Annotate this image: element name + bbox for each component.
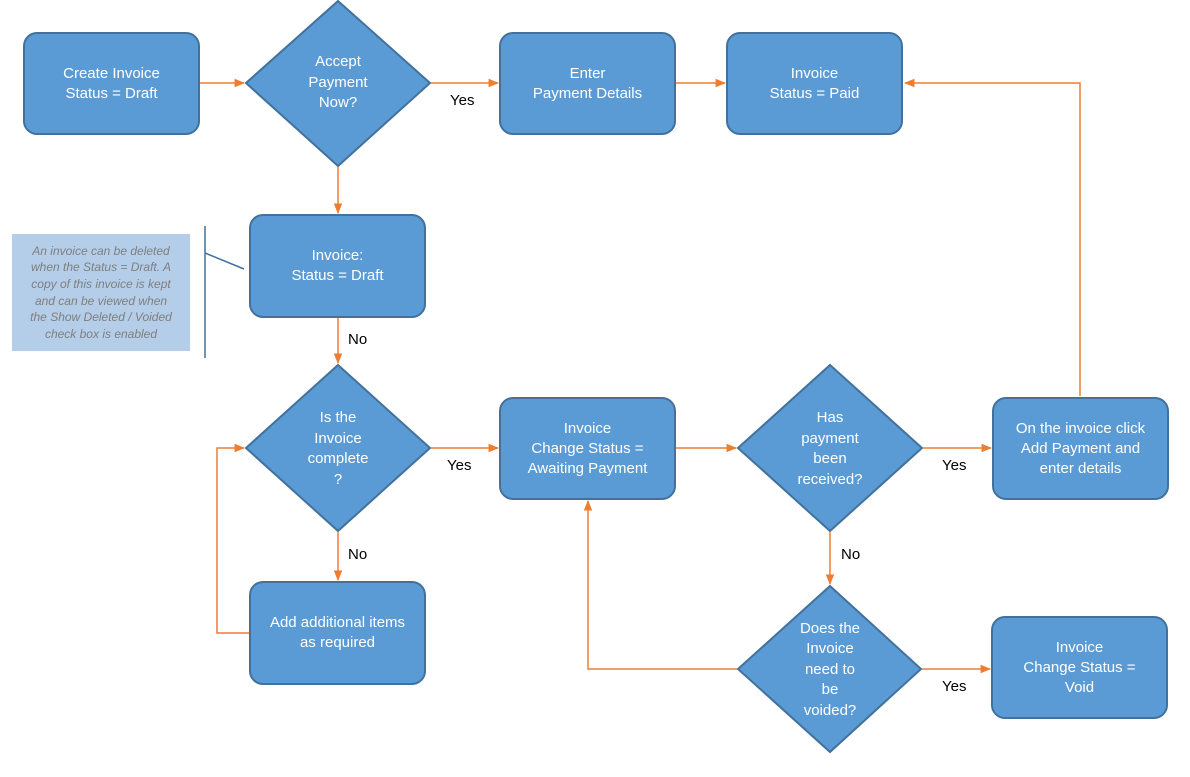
accept-yes-label: Yes	[450, 92, 475, 109]
need-void-diamond	[736, 584, 923, 754]
complete-yes-label: Yes	[447, 457, 472, 474]
connector-void-check-to-awaiting	[583, 499, 737, 670]
delete-draft-note: An invoice can be deleted when the Statu…	[12, 234, 190, 351]
invoice-paid-node: Invoice Status = Paid	[726, 32, 903, 135]
void-yes-label: Yes	[942, 678, 967, 695]
complete-no-label: No	[348, 546, 368, 563]
received-no-label: No	[841, 546, 861, 563]
received-yes-label: Yes	[942, 457, 967, 474]
connector-additems-to-complete	[216, 443, 249, 634]
accept-payment-diamond	[244, 0, 432, 168]
draft-no-label: No	[348, 331, 368, 348]
invoice-draft-node: Invoice: Status = Draft	[249, 214, 426, 318]
payment-received-label: Has payment been received?	[797, 409, 863, 488]
payment-received-diamond	[736, 363, 924, 533]
connector-addpayment-to-paid	[903, 78, 1081, 396]
awaiting-payment-node: Invoice Change Status = Awaiting Payment	[499, 397, 676, 500]
is-complete-label: Is the Invoice complete ?	[307, 409, 369, 488]
need-void-label: Does the Invoice need to be voided?	[799, 619, 861, 719]
enter-payment-details-node: Enter Payment Details	[499, 32, 676, 135]
create-invoice-node: Create Invoice Status = Draft	[23, 32, 200, 135]
invoice-void-node: Invoice Change Status = Void	[991, 616, 1168, 719]
add-items-node: Add additional items as required	[249, 581, 426, 685]
accept-payment-label: Accept Payment Now?	[308, 53, 368, 112]
is-complete-diamond	[244, 363, 432, 533]
note-pointer	[204, 252, 245, 270]
add-payment-node: On the invoice click Add Payment and ent…	[992, 397, 1169, 500]
